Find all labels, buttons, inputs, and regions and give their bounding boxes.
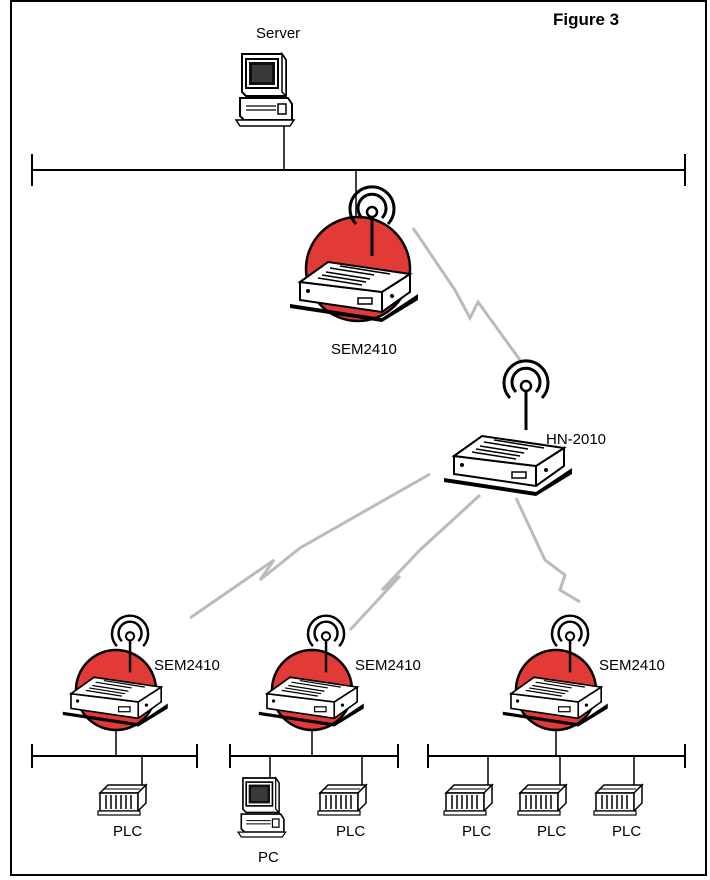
sem2410-left-label: SEM2410 — [154, 657, 220, 674]
plc-label-3: PLC — [462, 823, 491, 840]
left-bus — [31, 744, 198, 785]
pc-computer-icon — [237, 777, 287, 838]
sem2410-right-label: SEM2410 — [599, 657, 665, 674]
sem2410-top-label: SEM2410 — [331, 341, 397, 358]
server-computer-icon — [235, 53, 295, 127]
radio-links — [189, 227, 581, 632]
sem2410-mid-device — [257, 614, 365, 756]
right-bus — [427, 744, 686, 785]
plc-label-1: PLC — [113, 823, 142, 840]
pc-label: PC — [258, 849, 279, 866]
hn2010-label: HN-2010 — [546, 431, 606, 448]
sem2410-mid-label: SEM2410 — [355, 657, 421, 674]
plc-icon — [317, 784, 367, 816]
sem2410-top-device — [288, 185, 420, 324]
plc-icon — [517, 784, 567, 816]
figure-border — [10, 0, 707, 876]
plc-label-5: PLC — [612, 823, 641, 840]
plc-label-4: PLC — [537, 823, 566, 840]
sem2410-right-device — [501, 614, 609, 756]
sem2410-left-device — [61, 614, 169, 756]
plc-icon — [593, 784, 643, 816]
server-label: Server — [256, 25, 300, 42]
plc-icon — [97, 784, 147, 816]
plc-icon — [443, 784, 493, 816]
figure-title: Figure 3 — [553, 10, 619, 29]
plc-label-2: PLC — [336, 823, 365, 840]
middle-bus — [229, 744, 399, 785]
hn2010-device — [442, 359, 574, 498]
